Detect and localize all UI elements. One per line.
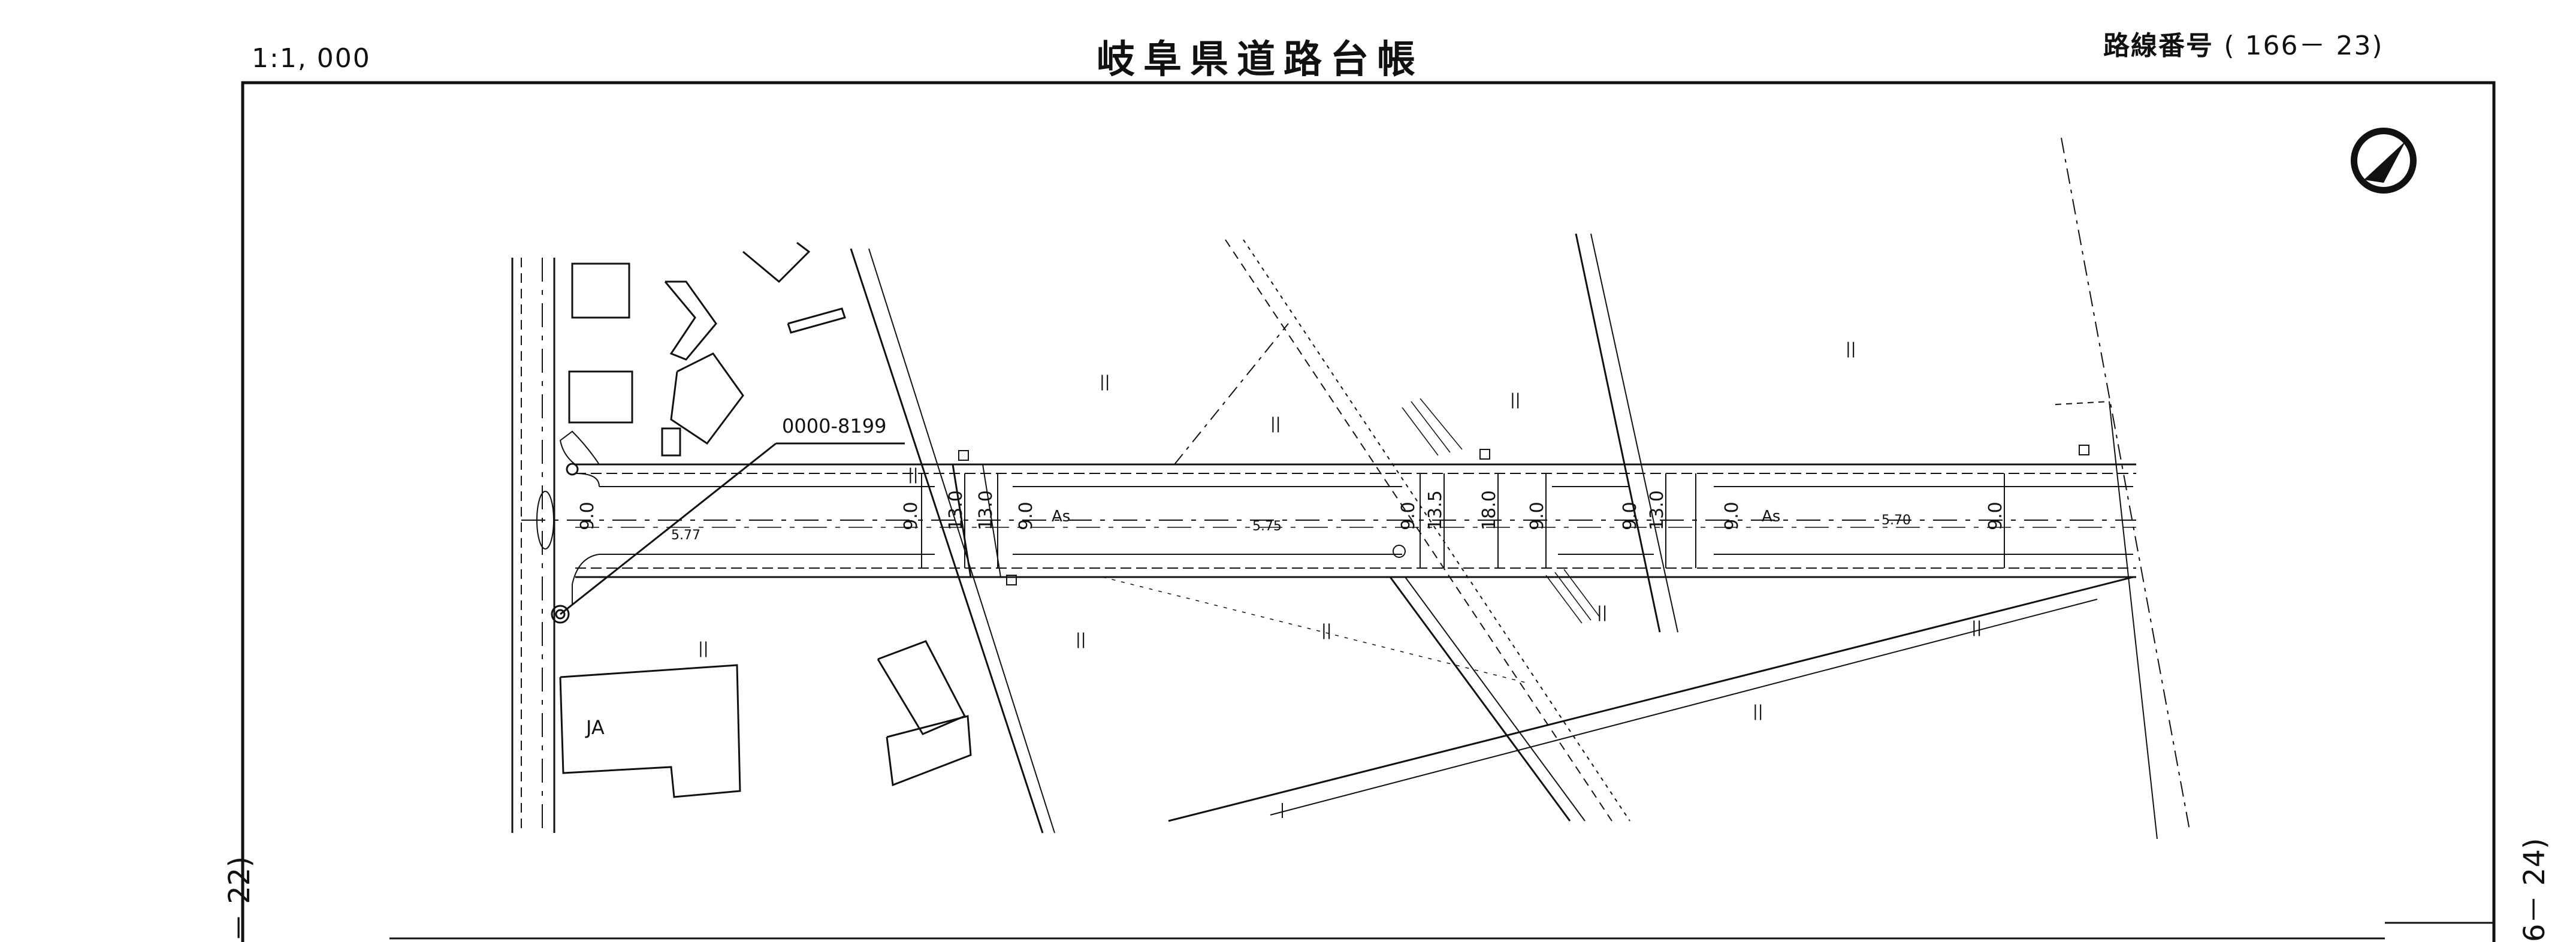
route-number-value: ( 166－ 23) bbox=[2224, 31, 2384, 61]
dimension-label: 13.0 bbox=[976, 490, 996, 530]
building-ja bbox=[559, 664, 741, 798]
land-symbol: || bbox=[1753, 702, 1763, 720]
dimension-label: 9.0 bbox=[1985, 502, 2006, 530]
land-symbol: || bbox=[1597, 603, 1608, 621]
dimension-label: 9.0 bbox=[577, 502, 598, 530]
map-frame bbox=[241, 81, 2496, 942]
route-number-label: 路線番号 ( 166－ 23) bbox=[2103, 24, 2384, 62]
facility-label: JA bbox=[585, 716, 605, 739]
dimension-label: 9.0 bbox=[1527, 502, 1548, 530]
level-label: 5.75 bbox=[1252, 519, 1282, 534]
land-symbol: || bbox=[1510, 391, 1521, 409]
dimension-label: 13.5 bbox=[1425, 490, 1446, 530]
reference-code-label: 0000-8199 bbox=[782, 415, 886, 437]
dimension-label: 13.0 bbox=[1647, 490, 1668, 530]
dimension-label: 9.0 bbox=[1722, 502, 1743, 530]
dimension-label: 13.0 bbox=[946, 490, 967, 530]
north-arrow-icon bbox=[2351, 128, 2417, 194]
land-symbol: || bbox=[1846, 340, 1856, 358]
dimension-label: 18.0 bbox=[1479, 490, 1500, 530]
dimension-label: 9.0 bbox=[901, 502, 922, 530]
land-symbol: || bbox=[1076, 630, 1086, 648]
dimension-label: 9.0 bbox=[1016, 502, 1037, 530]
land-symbol: || bbox=[908, 466, 919, 484]
route-caption: 路線番号 bbox=[2103, 31, 2213, 61]
land-symbol: || bbox=[1971, 618, 1982, 636]
surface-label: As bbox=[1762, 508, 1780, 526]
land-symbol: || bbox=[698, 639, 709, 657]
level-label: 5.77 bbox=[671, 528, 700, 543]
surface-label: As bbox=[1052, 508, 1070, 526]
page-title: 岐阜県道路台帳 bbox=[1097, 38, 1424, 82]
dimension-label: 9.0 bbox=[1398, 502, 1419, 530]
land-symbol: || bbox=[1270, 415, 1281, 433]
scale-label: 1:1, 000 bbox=[252, 43, 371, 74]
level-label: 5.70 bbox=[1882, 513, 1911, 528]
building bbox=[571, 262, 630, 319]
land-symbol: || bbox=[1321, 621, 1332, 639]
dimension-label: 9.0 bbox=[1620, 502, 1641, 530]
land-symbol: || bbox=[1100, 373, 1110, 391]
